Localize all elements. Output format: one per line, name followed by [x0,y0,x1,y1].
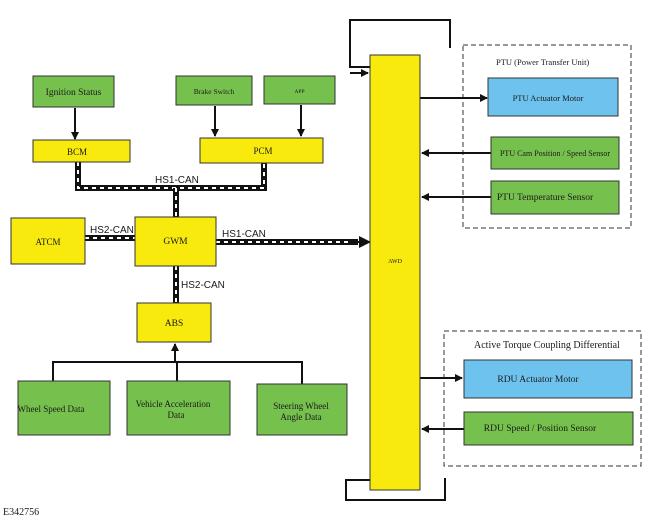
gwm-box: GWM [134,216,217,267]
ignition-status-label: Ignition Status [46,88,102,98]
hs1-can-top-bus [75,162,267,217]
ptu-group-box [462,44,632,229]
abs-label: ABS [165,319,183,329]
steering-wheel-angle-data-label-line2: Angle Data [280,412,321,422]
hs1-can-top-label: HS1-CAN [155,175,199,186]
ignition-status-box: Ignition Status [32,75,115,108]
ptu-cam-position-speed-sensor-box: PTU Cam Position / Speed Sensor [490,136,620,170]
sensors-to-abs-lines [52,343,303,384]
rdu-actuator-motor-box: RDU Actuator Motor [463,359,633,399]
app-label: APP [294,89,304,95]
hs2-can-down-label: HS2-CAN [181,280,225,291]
vehicle-acceleration-data-label-line1: Vehicle Acceleration [136,399,211,409]
vehicle-acceleration-data-label-line2: Data [168,410,185,420]
awd-label: AWD [388,259,403,265]
steering-wheel-angle-data-label-line1: Steering Wheel [273,401,329,411]
hs1-can-right-label: HS1-CAN [222,229,266,240]
brake-switch-label: Brake Switch [194,87,235,96]
bcm-box: BCM [32,139,131,163]
atcm-box: ATCM [10,217,86,265]
ptu-temperature-sensor-label: PTU Temperature Sensor [497,193,594,203]
ptu-actuator-motor-box: PTU Actuator Motor [487,77,619,117]
pcm-box: PCM [199,137,324,164]
figure-reference-code: E342756 [3,507,39,518]
bcm-label: BCM [67,147,87,157]
rdu-group-box [443,330,642,467]
rdu-speed-position-sensor-label: RDU Speed / Position Sensor [484,424,597,434]
pcm-label: PCM [253,146,272,156]
abs-box: ABS [136,302,212,343]
rdu-speed-position-sensor-box: RDU Speed / Position Sensor [463,411,634,446]
rdu-group-title: Active Torque Coupling Differential [474,340,620,351]
brake-switch-box: Brake Switch [175,75,253,106]
ptu-group-title: PTU (Power Transfer Unit) [496,57,589,67]
wheel-speed-data-box: Wheel Speed Data [17,380,111,436]
awd-bottom-loop-line [345,478,446,501]
hs2-can-left-label: HS2-CAN [90,225,134,236]
awd-box: AWD [369,54,421,491]
vehicle-acceleration-data-box: Vehicle Acceleration Data [126,380,231,436]
rdu-actuator-motor-label: RDU Actuator Motor [497,375,579,385]
app-box: APP [263,75,336,105]
atcm-label: ATCM [35,237,60,247]
ptu-cam-position-speed-sensor-label: PTU Cam Position / Speed Sensor [500,149,610,158]
ptu-temperature-sensor-box: PTU Temperature Sensor [490,180,620,215]
wheel-speed-data-label: Wheel Speed Data [18,404,85,414]
gwm-label: GWM [163,237,188,247]
ptu-actuator-motor-label: PTU Actuator Motor [513,93,584,103]
steering-wheel-angle-data-box: Steering Wheel Angle Data [256,383,348,436]
awd-top-loop-line [349,19,451,68]
